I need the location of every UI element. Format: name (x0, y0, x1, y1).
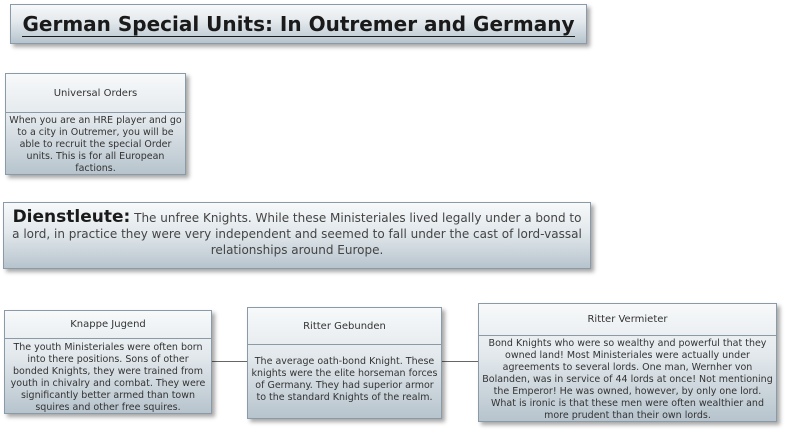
unit-card-heading: Ritter Gebunden (248, 308, 441, 345)
unit-card-ritter-gebunden: Ritter Gebunden The average oath-bond Kn… (247, 307, 442, 419)
unit-card-body: The average oath-bond Knight. These knig… (251, 356, 438, 403)
connector-line (442, 361, 479, 362)
connector-line (212, 361, 248, 362)
dienstleute-text: The unfree Knights. While these Minister… (12, 211, 582, 257)
unit-card-body: Bond Knights who were so wealthy and pow… (482, 338, 773, 421)
universal-orders-body: When you are an HRE player and go to a c… (9, 115, 182, 174)
unit-card-knappe-jugend: Knappe Jugend The youth Ministeriales we… (4, 310, 212, 414)
page-title-box: German Special Units: In Outremer and Ge… (10, 4, 587, 44)
unit-card-heading: Ritter Vermieter (479, 304, 776, 336)
unit-card-ritter-vermieter: Ritter Vermieter Bond Knights who were s… (478, 303, 777, 422)
dienstleute-term: Dienstleute: (12, 207, 131, 227)
universal-orders-heading: Universal Orders (6, 74, 185, 113)
page-title: German Special Units: In Outremer and Ge… (22, 11, 575, 37)
unit-card-body: The youth Ministeriales were often born … (10, 342, 206, 413)
dienstleute-box: Dienstleute: The unfree Knights. While t… (3, 202, 591, 269)
universal-orders-card: Universal Orders When you are an HRE pla… (5, 73, 186, 175)
unit-card-heading: Knappe Jugend (5, 311, 211, 339)
